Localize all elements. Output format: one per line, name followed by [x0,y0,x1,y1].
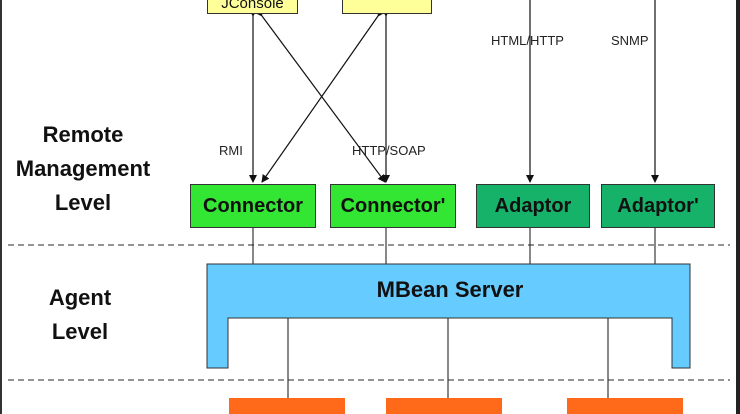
frame-left-border [0,0,2,414]
resource-box-3 [567,398,683,414]
protocol-html-http: HTML/HTTP [491,33,564,48]
remote-management-level-label: Remote Management Level [15,122,151,215]
protocol-http-soap: HTTP/SOAP [352,143,426,158]
resource-box-2 [386,398,502,414]
agent-level-label: Agent Level [48,285,112,344]
resource-box-1 [229,398,345,414]
client-box-2 [342,0,432,14]
protocol-rmi: RMI [219,143,243,158]
jconsole-box: JConsole [207,0,298,14]
protocol-snmp: SNMP [611,33,649,48]
connector-prime-box: Connector' [330,184,456,228]
mbean-server-shape [206,263,691,369]
frame-right-border [736,0,740,414]
adaptor-prime-box: Adaptor' [601,184,715,228]
mbean-server-label: MBean Server [376,277,524,302]
adaptor-box: Adaptor [476,184,590,228]
arrow-cross [261,7,386,183]
connector-box: Connector [190,184,316,228]
